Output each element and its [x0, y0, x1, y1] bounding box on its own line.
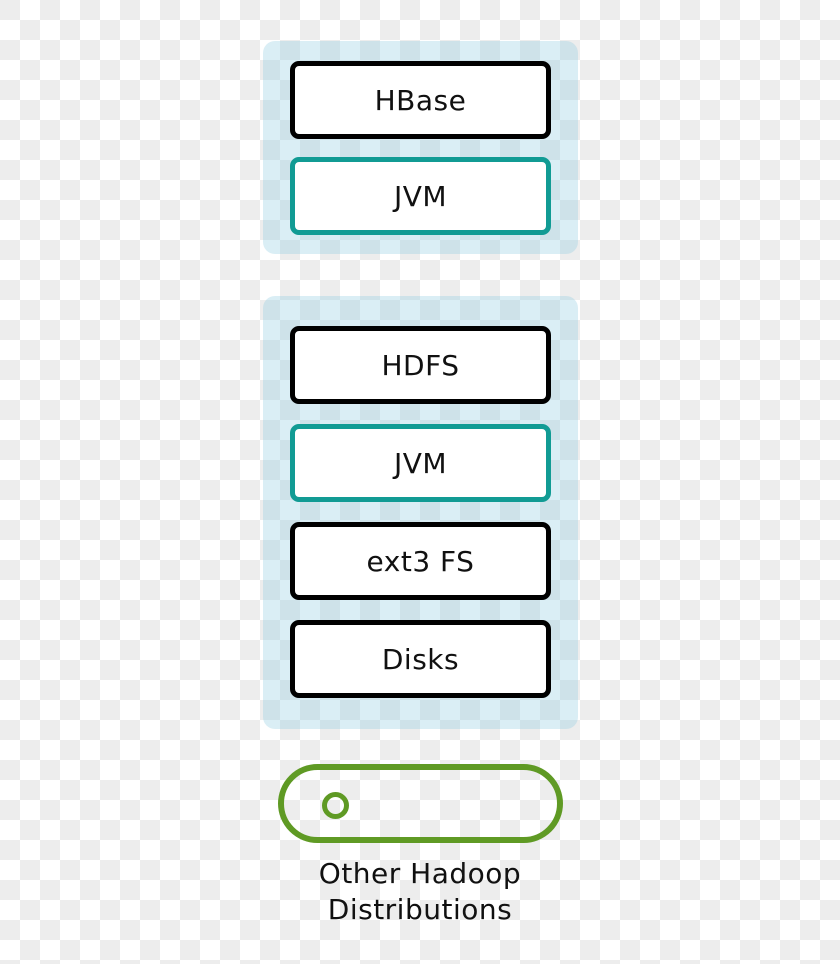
- ext3-fs-layer: ext3 FS: [290, 522, 551, 600]
- server-led-icon: [322, 792, 349, 819]
- caption-line-1: Other Hadoop: [318, 857, 522, 890]
- ext3-fs-label: ext3 FS: [366, 544, 475, 578]
- hdfs-label: HDFS: [381, 348, 460, 382]
- hdfs-layer: HDFS: [290, 326, 551, 404]
- hbase-label: HBase: [374, 83, 467, 117]
- caption-line-2: Distributions: [327, 893, 513, 926]
- jvm-layer-hbase: JVM: [290, 157, 551, 235]
- hbase-stack-group: HBase JVM: [263, 41, 578, 254]
- hbase-layer: HBase: [290, 61, 551, 139]
- disks-layer: Disks: [290, 620, 551, 698]
- caption: Other Hadoop Distributions: [220, 856, 620, 928]
- disks-label: Disks: [381, 642, 460, 676]
- hdfs-stack-group: HDFS JVM ext3 FS Disks: [263, 296, 578, 729]
- server-pill-icon: [278, 764, 563, 843]
- jvm-label: JVM: [393, 179, 448, 213]
- jvm-layer-hdfs: JVM: [290, 424, 551, 502]
- jvm-label: JVM: [393, 446, 448, 480]
